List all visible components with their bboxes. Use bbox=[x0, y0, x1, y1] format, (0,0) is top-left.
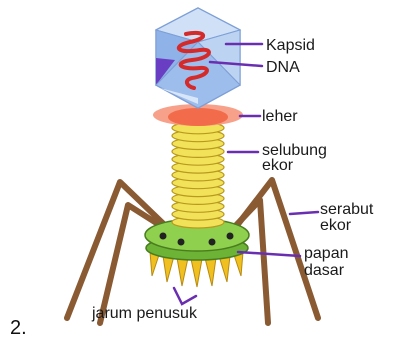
spike bbox=[205, 258, 216, 286]
pointer-jarum bbox=[174, 288, 196, 304]
figure-number: 2. bbox=[10, 317, 27, 337]
base-plate-pin bbox=[178, 239, 185, 246]
label-serabut-line1: serabut bbox=[320, 201, 374, 218]
label-papan-line1: papan bbox=[304, 245, 349, 262]
base-plate-pin bbox=[160, 233, 167, 240]
spike bbox=[177, 258, 188, 286]
label-serabut-line2: ekor bbox=[320, 217, 352, 234]
label-papan-line2: dasar bbox=[304, 262, 345, 279]
pointer-serabut bbox=[290, 212, 318, 214]
spike bbox=[191, 259, 202, 287]
label-dna: DNA bbox=[266, 59, 300, 76]
spike bbox=[163, 256, 174, 282]
label-kapsid: Kapsid bbox=[266, 37, 315, 54]
label-selubung-line2: ekor bbox=[262, 157, 294, 174]
tail-sheath bbox=[172, 122, 224, 228]
label-leher: leher bbox=[262, 108, 298, 125]
tail-fiber bbox=[224, 200, 268, 323]
pointer-papan bbox=[238, 252, 300, 256]
base-plate-pin bbox=[227, 233, 234, 240]
spike bbox=[219, 256, 230, 282]
label-jarum: jarum penusuk bbox=[91, 305, 198, 322]
base-plate-pin bbox=[209, 239, 216, 246]
